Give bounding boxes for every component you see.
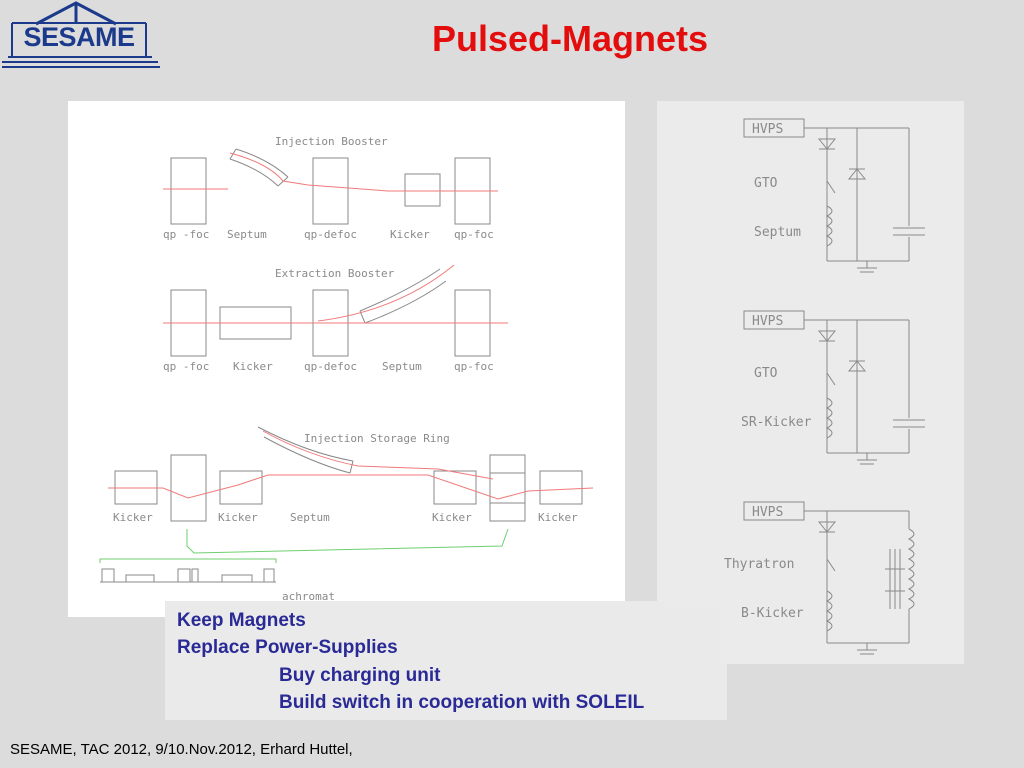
label-2-1: qp -foc bbox=[163, 360, 209, 373]
circuit-3-magnet: B-Kicker bbox=[741, 606, 804, 621]
footer: SESAME, TAC 2012, 9/10.Nov.2012, Erhard … bbox=[10, 741, 353, 758]
note-buy-charging-unit: Buy charging unit bbox=[279, 665, 441, 686]
label-1-1: qp -foc bbox=[163, 228, 209, 241]
circuit-1-magnet: Septum bbox=[754, 225, 801, 240]
circuit-2-magnet: SR-Kicker bbox=[741, 415, 812, 430]
note-keep-magnets: Keep Magnets bbox=[177, 610, 306, 631]
magnet-layout-diagram: Injection Booster qp -foc Septum qp-defo… bbox=[68, 101, 625, 617]
circuit-septum: HVPS GTO Septum bbox=[743, 118, 925, 273]
circuit-3-switch: Thyratron bbox=[724, 557, 794, 572]
note-build-switch: Build switch in cooperation with SOLEIL bbox=[279, 692, 645, 713]
logo-text: SESAME bbox=[23, 22, 135, 52]
logo-graphic bbox=[2, 1, 160, 68]
label-1-3: qp-defoc bbox=[304, 228, 357, 241]
label-2-3: qp-defoc bbox=[304, 360, 357, 373]
label-1-2: Septum bbox=[227, 228, 267, 241]
circuit-1-supply: HVPS bbox=[752, 122, 783, 137]
label-3-1: Kicker bbox=[113, 511, 153, 524]
circuit-1-switch: GTO bbox=[754, 176, 778, 191]
label-3-5: Kicker bbox=[538, 511, 578, 524]
label-2-2: Kicker bbox=[233, 360, 273, 373]
circuit-3-supply: HVPS bbox=[752, 505, 783, 520]
circuit-2-switch: GTO bbox=[754, 366, 778, 381]
section-heading-extraction-booster: Extraction Booster bbox=[275, 267, 395, 280]
label-3-4: Kicker bbox=[432, 511, 472, 524]
slide-title: Pulsed-Magnets bbox=[431, 18, 709, 59]
label-3-2: Kicker bbox=[218, 511, 258, 524]
note-replace-power-supplies: Replace Power-Supplies bbox=[177, 637, 398, 658]
label-2-5: qp-foc bbox=[454, 360, 494, 373]
label-2-4: Septum bbox=[382, 360, 422, 373]
label-3-3: Septum bbox=[290, 511, 330, 524]
circuit-2-supply: HVPS bbox=[752, 314, 783, 329]
circuit-b-kicker: HVPS Thyratron B-Kicker bbox=[724, 501, 915, 655]
section-heading-injection-booster: Injection Booster bbox=[275, 135, 388, 148]
achromat-label: achromat bbox=[282, 590, 335, 603]
circuit-diagram: HVPS GTO Septum HVPS bbox=[657, 101, 964, 664]
section-heading-injection-storage-ring: Injection Storage Ring bbox=[304, 432, 450, 445]
label-1-4: Kicker bbox=[390, 228, 430, 241]
circuit-sr-kicker: HVPS GTO SR-Kicker bbox=[741, 310, 925, 465]
sesame-logo: SESAME bbox=[0, 0, 165, 72]
label-1-5: qp-foc bbox=[454, 228, 494, 241]
notes-box: Keep Magnets Replace Power-Supplies Buy … bbox=[165, 601, 727, 720]
